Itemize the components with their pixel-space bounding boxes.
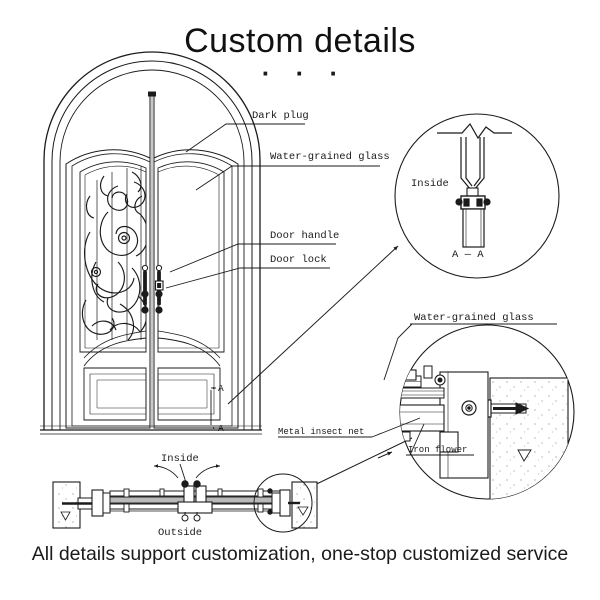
section-marker-a [210,386,216,430]
callout-leaders-bottom [278,323,557,456]
callout-water-grained-glass-bottom: Water-grained glass [414,312,534,324]
door-hardware [141,264,164,314]
detail-top-right-content [437,122,512,248]
scrollwork-right [156,166,221,340]
door-elevation [40,51,262,435]
section-marker-label-upper: A [218,383,224,394]
callout-iron-flower: Iron flower [408,445,467,455]
callout-leaders [165,123,380,289]
bottom-inside-label: Inside [161,453,199,465]
detail-top-inside-label: Inside [411,178,449,190]
detail-top-section-label: A — A [452,249,484,261]
page-caption: All details support customization, one-s… [31,543,569,565]
section-marker-label-lower: A [218,423,224,434]
page-title: Custom details [184,22,416,60]
bottom-outside-label: Outside [158,527,202,539]
title-ornament-dots: · · · [261,58,348,88]
bottom-section-assembly [52,463,318,533]
callout-door-lock: Door lock [270,254,327,266]
detail-circle-small [253,473,313,533]
detail-pointer-bottom-arrow [377,451,393,459]
callout-dark-plug: Dark plug [252,110,309,122]
callout-water-grained-glass-top: Water-grained glass [270,151,390,163]
frame-center-tick [148,91,156,97]
callout-metal-insect-net: Metal insect net [278,427,364,437]
callout-door-handle: Door handle [270,230,339,242]
detail-pointer-bottom [299,437,413,493]
detail-bottom-right-content [400,365,569,499]
scrollwork-left [81,166,146,341]
detail-pointer-top [227,245,399,405]
detail-circle-top-right [394,113,560,279]
